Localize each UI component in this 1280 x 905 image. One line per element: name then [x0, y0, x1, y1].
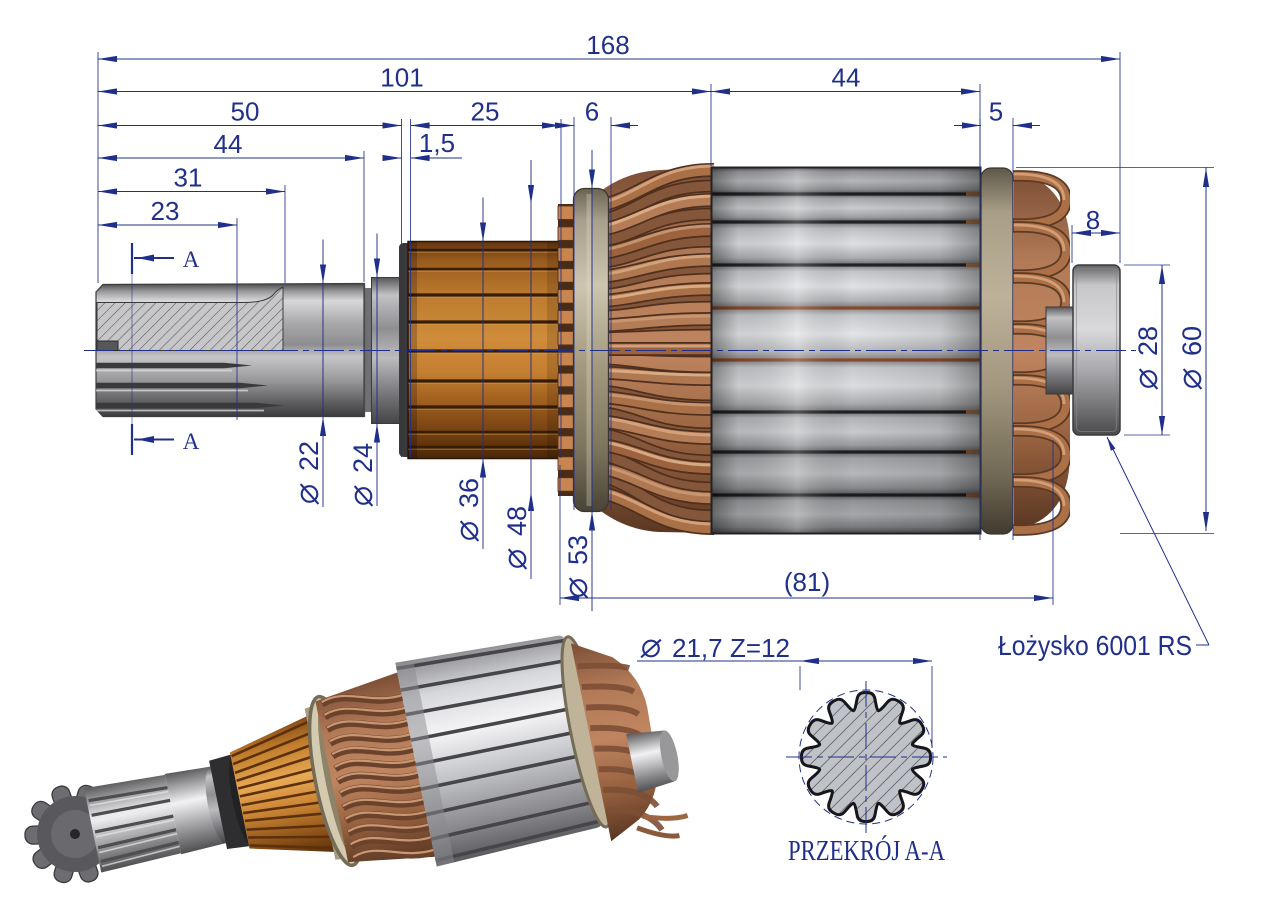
svg-text:168: 168 — [586, 30, 629, 60]
svg-text:25: 25 — [471, 97, 500, 127]
svg-text:28: 28 — [1133, 326, 1163, 356]
svg-text:36: 36 — [454, 478, 484, 508]
svg-text:23: 23 — [151, 196, 180, 226]
svg-text:53: 53 — [563, 535, 593, 565]
svg-text:48: 48 — [502, 506, 532, 536]
svg-text:8: 8 — [1086, 205, 1100, 235]
svg-text:6: 6 — [585, 97, 599, 127]
svg-text:60: 60 — [1177, 326, 1207, 356]
svg-text:A: A — [183, 429, 200, 454]
svg-text:22: 22 — [294, 441, 324, 471]
svg-text:44: 44 — [832, 63, 861, 93]
svg-text:PRZEKRÓJ A-A: PRZEKRÓJ A-A — [788, 836, 946, 867]
svg-text:44: 44 — [214, 129, 243, 159]
svg-text:Z=12: Z=12 — [730, 633, 790, 663]
svg-text:24: 24 — [348, 443, 378, 473]
svg-text:31: 31 — [174, 163, 203, 193]
svg-text:(81): (81) — [784, 567, 830, 597]
svg-text:5: 5 — [989, 97, 1003, 127]
svg-text:50: 50 — [231, 97, 260, 127]
svg-text:1,5: 1,5 — [419, 128, 455, 158]
svg-text:Łożysko 6001 RS: Łożysko 6001 RS — [998, 630, 1192, 661]
svg-text:A: A — [183, 247, 200, 272]
svg-text:101: 101 — [380, 63, 423, 93]
svg-text:21,7: 21,7 — [672, 633, 723, 663]
